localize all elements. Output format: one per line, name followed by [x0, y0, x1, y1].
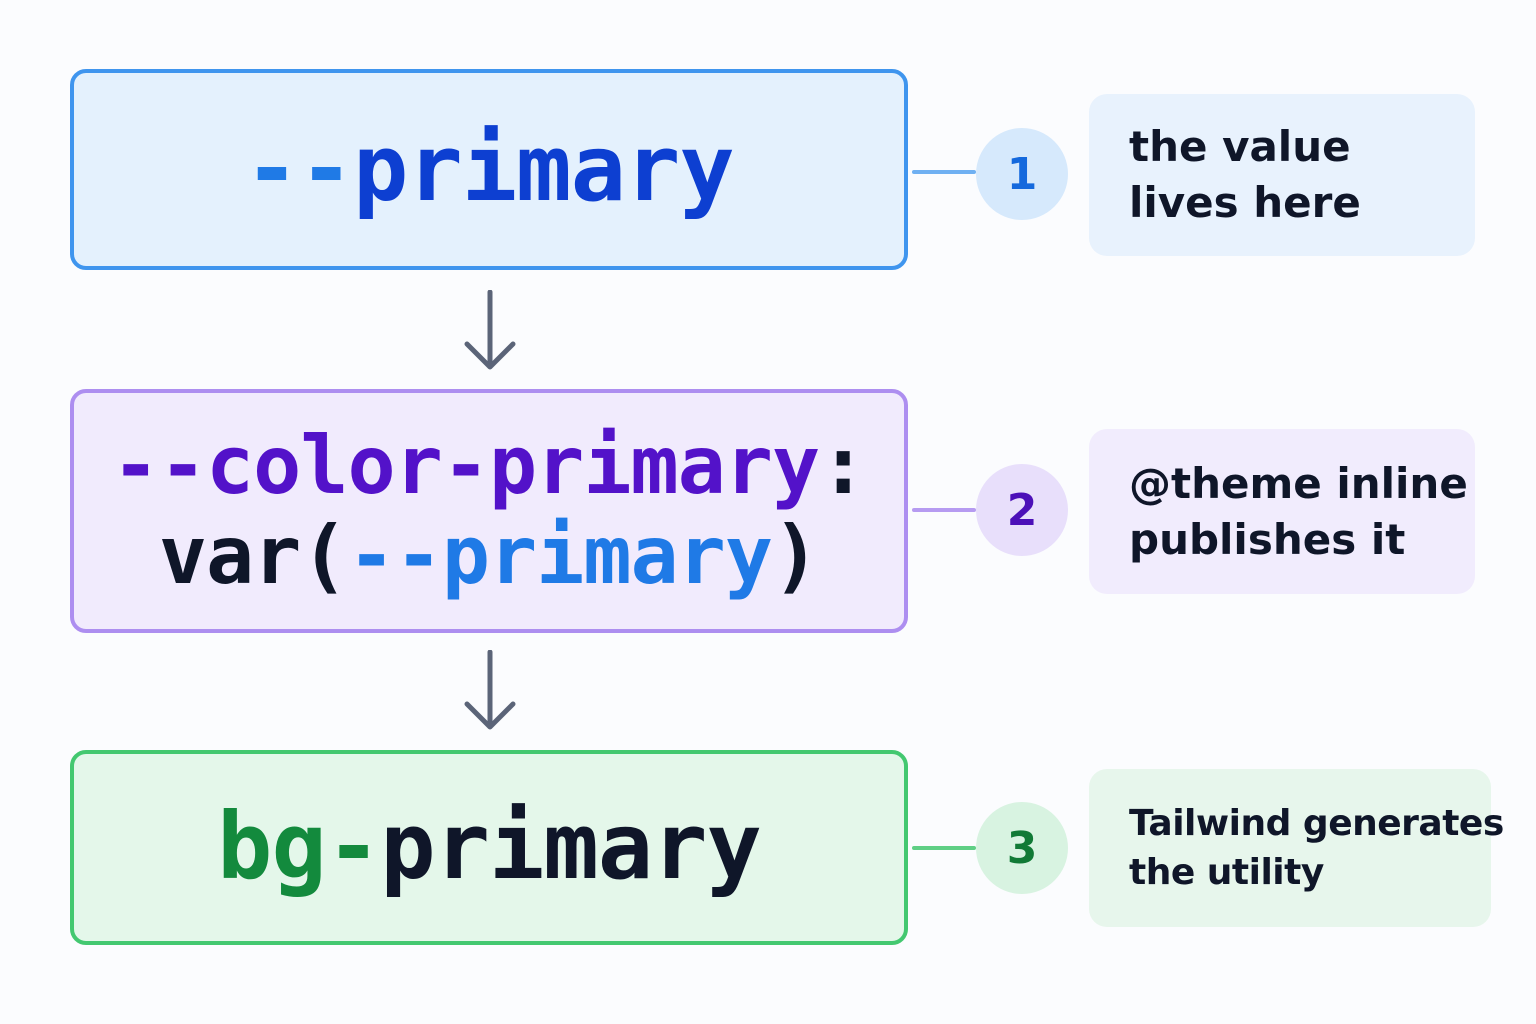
arrow-down-icon: [464, 650, 516, 730]
step-1-note: the value lives here: [1089, 94, 1475, 256]
step-2-code-dash: --: [111, 419, 207, 512]
step-1-number: 1: [1006, 148, 1038, 200]
step-1-code-dash: --: [244, 115, 354, 223]
step-2-code-var-open: var(: [158, 509, 349, 602]
step-3-note-line-2: the utility: [1129, 852, 1324, 893]
step-2-note-line-1: @theme inline: [1129, 458, 1468, 508]
step-2-number-badge: 2: [976, 464, 1068, 556]
step-2-code-line-1: --color-primary:: [112, 424, 868, 508]
step-2-number: 2: [1006, 484, 1038, 536]
arrow-down-icon: [464, 290, 516, 370]
step-3-note: Tailwind generates the utility: [1089, 769, 1504, 927]
step-3-code-name: primary: [380, 793, 762, 901]
step-2-code-var-dash: --: [347, 509, 443, 602]
step-1-note-line-1: the value: [1129, 122, 1351, 171]
step-3-connector: [912, 846, 976, 850]
step-2-code-line-2: var(--primary): [159, 514, 820, 598]
step-2-code-var-close: ): [771, 509, 820, 602]
step-3-number: 3: [1006, 822, 1038, 874]
step-2-code-colon: :: [819, 419, 867, 512]
step-2-code-box: --color-primary: var(--primary): [70, 389, 908, 633]
step-1-code-name: primary: [353, 115, 735, 223]
step-1-connector: [912, 170, 976, 174]
step-1-code-box: --primary: [70, 69, 908, 270]
step-3-code-box: bg-primary: [70, 750, 908, 945]
step-2-code-name: color-primary: [206, 419, 820, 512]
step-1-note-line-2: lives here: [1129, 178, 1361, 227]
step-2-code-var-name: primary: [441, 509, 773, 602]
step-2-note: @theme inline publishes it: [1089, 429, 1475, 594]
step-2-connector: [912, 508, 976, 512]
step-3-code-prefix: bg-: [217, 793, 381, 901]
step-1-code-line: --primary: [244, 120, 735, 218]
step-2-note-line-2: publishes it: [1129, 514, 1406, 564]
step-3-note-line-1: Tailwind generates: [1129, 803, 1504, 844]
step-3-code-line: bg-primary: [217, 798, 762, 896]
step-1-number-badge: 1: [976, 128, 1068, 220]
step-3-number-badge: 3: [976, 802, 1068, 894]
